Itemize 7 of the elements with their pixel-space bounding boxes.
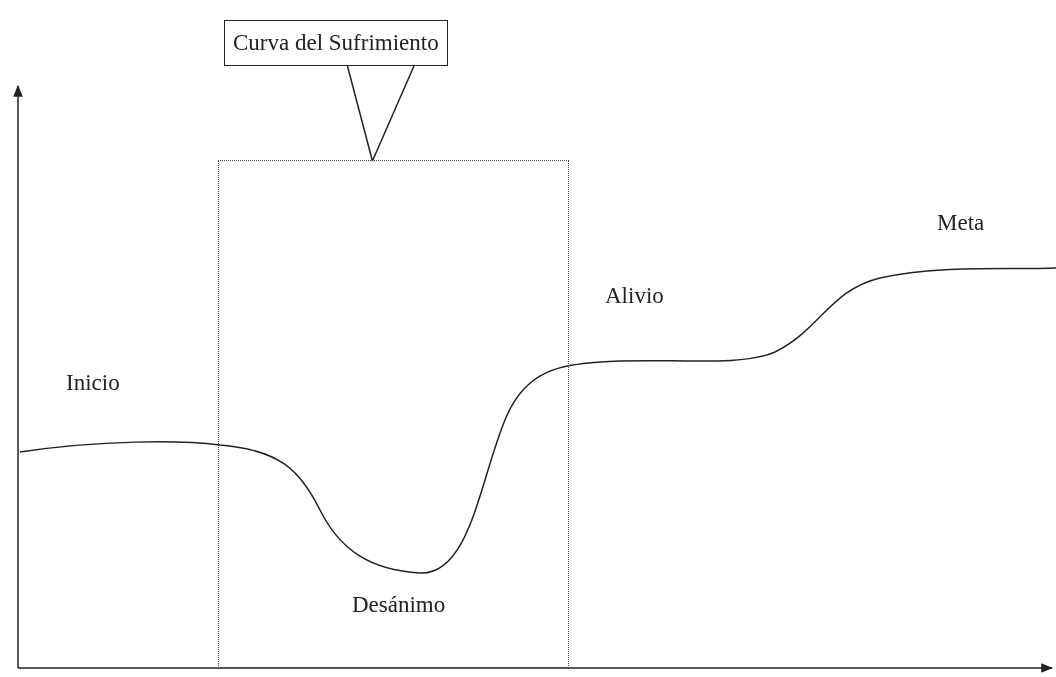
stage-label: Meta — [937, 210, 985, 236]
callout-box: Curva del Sufrimiento — [224, 20, 448, 66]
highlighted-region — [218, 160, 569, 668]
leader-line — [346, 64, 416, 162]
stage-label: Desánimo — [352, 592, 446, 618]
stage-label: Inicio — [66, 370, 120, 396]
stage-label: Alivio — [605, 283, 664, 309]
